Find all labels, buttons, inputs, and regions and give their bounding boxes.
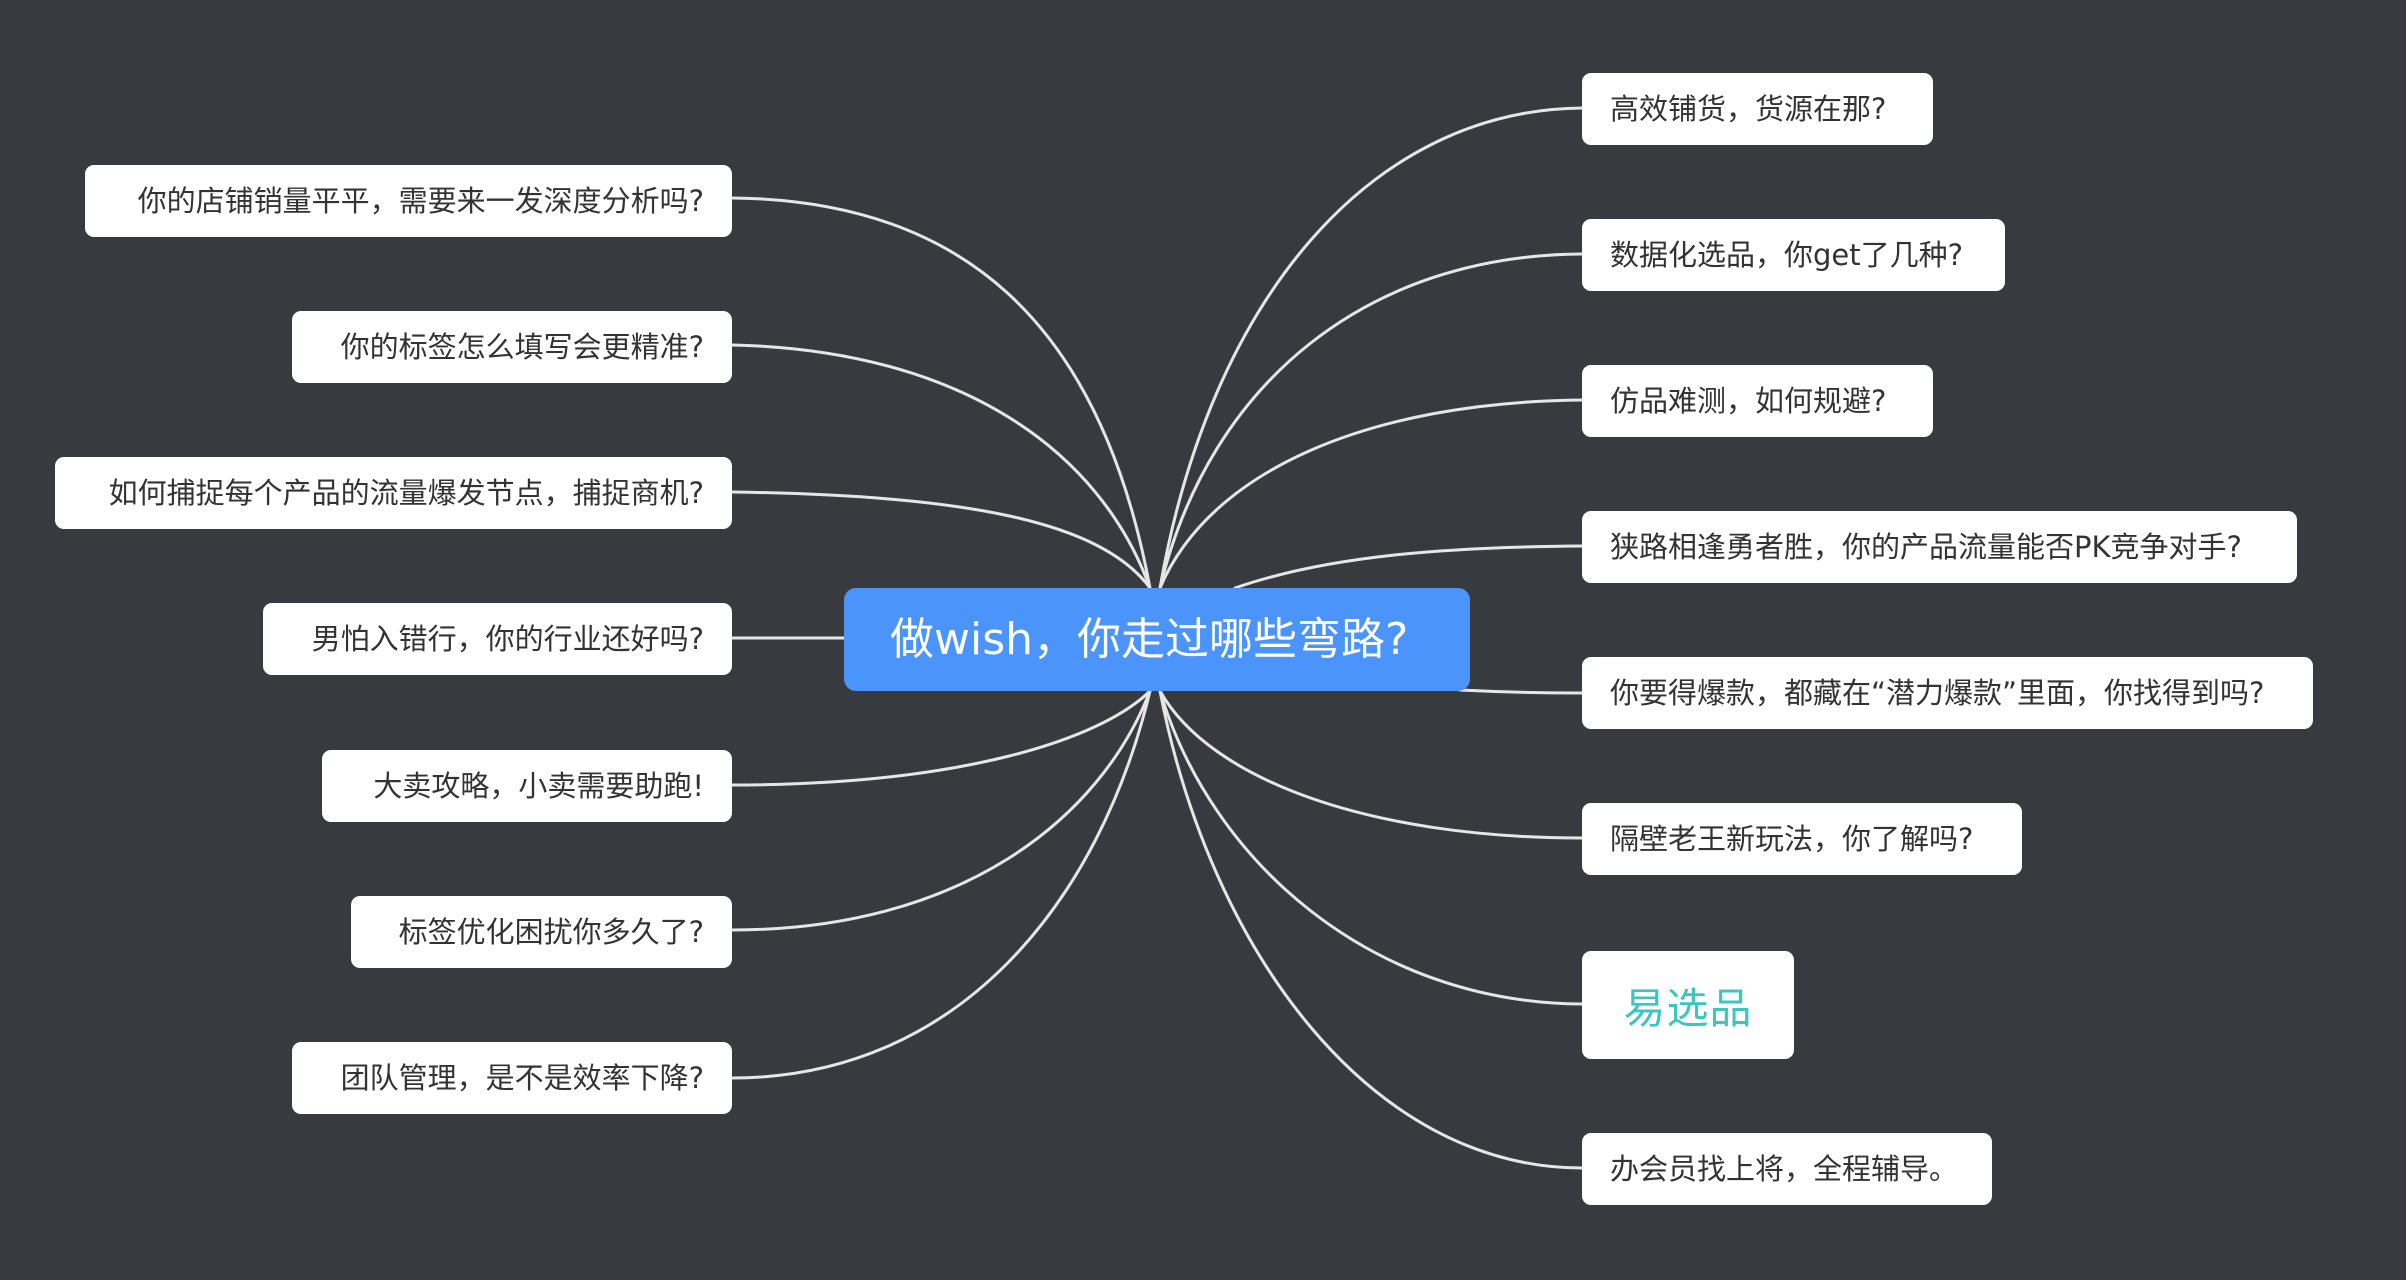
topic-left-4[interactable]: 男怕入错行，你的行业还好吗?	[263, 603, 732, 675]
topic-left-5[interactable]: 大卖攻略，小卖需要助跑!	[322, 750, 732, 822]
connector-right-7	[1158, 689, 1584, 1006]
topic-right-1[interactable]: 高效铺货，货源在那?	[1582, 73, 1933, 145]
connector-right-3	[1158, 398, 1584, 590]
connector-right-1	[1158, 106, 1584, 590]
topic-right-3[interactable]: 仿品难测，如何规避?	[1582, 365, 1933, 437]
connector-left-2	[730, 343, 1152, 590]
topic-right-2[interactable]: 数据化选品，你get了几种?	[1582, 219, 2005, 291]
topic-label: 办会员找上将，全程辅导。	[1610, 1152, 1959, 1186]
topic-label: 如何捕捉每个产品的流量爆发节点，捕捉商机?	[108, 476, 704, 510]
connector-left-6	[730, 689, 1152, 932]
topic-label: 仿品难测，如何规避?	[1610, 384, 1887, 418]
topic-label: 高效铺货，货源在那?	[1610, 92, 1887, 126]
connector-left-5	[730, 689, 1152, 787]
connector-right-8	[1158, 689, 1584, 1170]
topic-right-8[interactable]: 办会员找上将，全程辅导。	[1582, 1133, 1992, 1205]
topic-right-5[interactable]: 你要得爆款，都藏在“潜力爆款”里面，你找得到吗?	[1582, 657, 2313, 729]
connector-left-1	[730, 196, 1152, 590]
connector-right-2	[1158, 252, 1584, 590]
topic-label: 男怕入错行，你的行业还好吗?	[311, 622, 704, 656]
topic-label: 你的标签怎么填写会更精准?	[340, 330, 704, 364]
topic-label: 大卖攻略，小卖需要助跑!	[373, 769, 704, 803]
topic-label: 数据化选品，你get了几种?	[1610, 238, 1964, 272]
topic-label: 你要得爆款，都藏在“潜力爆款”里面，你找得到吗?	[1610, 676, 2265, 710]
central-topic[interactable]: 做wish，你走过哪些弯路?	[844, 588, 1470, 691]
yixuanpin-logo-icon: 易选品	[1623, 983, 1753, 1033]
connector-left-7	[730, 689, 1152, 1080]
topic-label: 标签优化困扰你多久了?	[398, 915, 704, 949]
topic-right-4[interactable]: 狭路相逢勇者胜，你的产品流量能否PK竞争对手?	[1582, 511, 2297, 583]
topic-label: 隔壁老王新玩法，你了解吗?	[1610, 822, 1974, 856]
topic-right-6[interactable]: 隔壁老王新玩法，你了解吗?	[1582, 803, 2022, 875]
topic-left-7[interactable]: 团队管理，是不是效率下降?	[292, 1042, 732, 1114]
connector-right-6	[1158, 689, 1584, 840]
central-topic-label: 做wish，你走过哪些弯路?	[890, 614, 1409, 665]
topic-label: 你的店铺销量平平，需要来一发深度分析吗?	[137, 184, 704, 218]
topic-label: 狭路相逢勇者胜，你的产品流量能否PK竞争对手?	[1610, 530, 2242, 564]
connector-right-4	[1233, 544, 1584, 590]
topic-left-6[interactable]: 标签优化困扰你多久了?	[351, 896, 732, 968]
topic-left-1[interactable]: 你的店铺销量平平，需要来一发深度分析吗?	[85, 165, 732, 237]
topic-label: 团队管理，是不是效率下降?	[340, 1061, 704, 1095]
connector-right-5	[1458, 688, 1584, 695]
connector-left-3	[730, 490, 1152, 590]
topic-right-7-logo[interactable]: 易选品	[1582, 951, 1794, 1059]
topic-left-3[interactable]: 如何捕捉每个产品的流量爆发节点，捕捉商机?	[55, 457, 732, 529]
topic-left-2[interactable]: 你的标签怎么填写会更精准?	[292, 311, 732, 383]
